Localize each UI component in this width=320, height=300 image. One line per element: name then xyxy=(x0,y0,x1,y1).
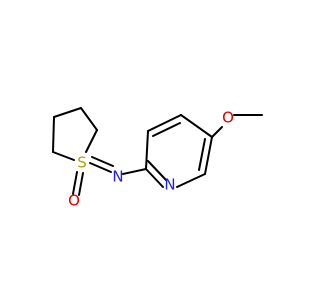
atom-oxygen-sulfonyl: O xyxy=(68,192,80,210)
bond-ring-c4-s xyxy=(52,151,75,161)
bond-s-o-2 xyxy=(78,172,84,196)
bond-c6-c5-inner xyxy=(198,138,206,171)
bond-c6-c5 xyxy=(204,136,213,175)
atom-oxygen-methoxy: O xyxy=(222,109,234,127)
bond-s-n-1 xyxy=(89,162,112,173)
bond-c3-c2 xyxy=(145,130,149,170)
bond-c5-o xyxy=(211,126,223,138)
bonds xyxy=(52,107,263,196)
bond-ring-c3-s xyxy=(85,129,98,153)
bond-n1-c6 xyxy=(176,173,206,188)
bond-c4-c3 xyxy=(147,114,182,132)
molecule-canvas: S O N N O xyxy=(52,107,263,210)
bond-s-n-2 xyxy=(91,156,114,167)
atom-nitrogen-imine: N xyxy=(112,168,123,186)
bond-s-o-1 xyxy=(72,171,78,195)
bond-c5-c4 xyxy=(180,114,213,138)
atom-nitrogen-pyridine: N xyxy=(164,176,175,194)
molecule-structure: S O N N O xyxy=(52,107,263,210)
bond-c4-c3-inner xyxy=(152,122,181,137)
bond-ring-c1-c4 xyxy=(52,116,55,153)
bond-n-c2 xyxy=(122,168,147,175)
bond-c2-n1 xyxy=(145,168,164,188)
bond-ring-c1-c2 xyxy=(53,107,82,118)
bond-ring-c2-c3 xyxy=(80,107,98,131)
bond-c2-n1-inner xyxy=(147,160,167,181)
atom-sulfur: S xyxy=(77,154,87,172)
